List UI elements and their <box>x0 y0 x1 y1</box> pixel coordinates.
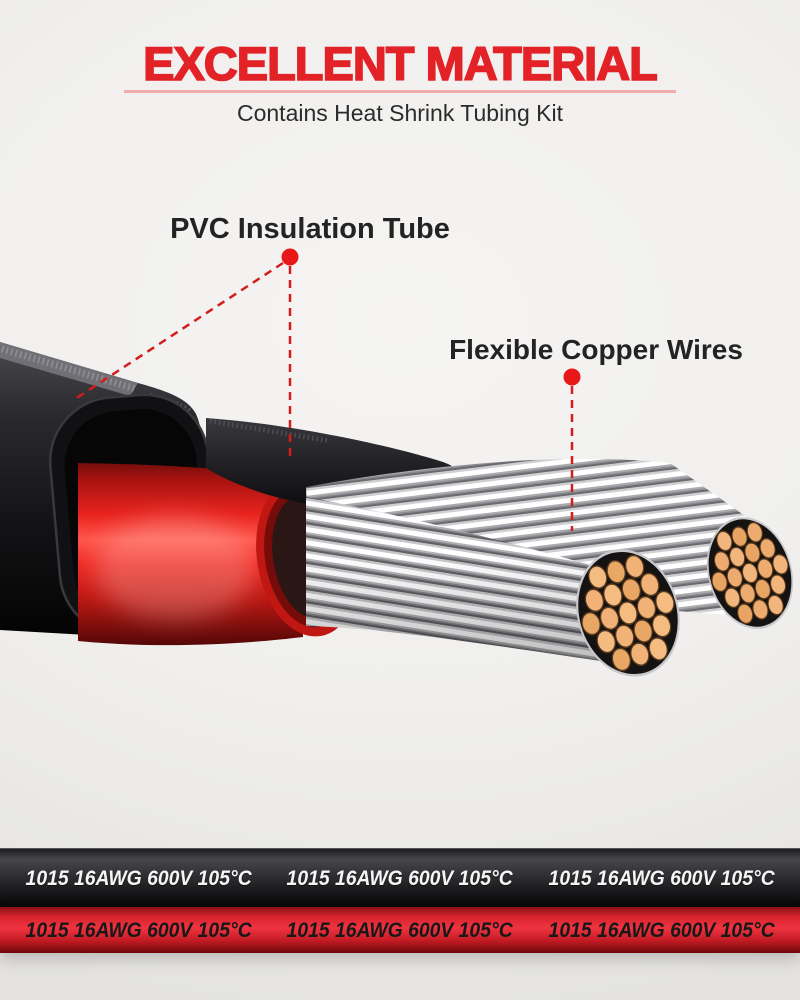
jacket-back-tip <box>206 418 465 516</box>
jacket-top-highlight <box>0 342 138 396</box>
copper-strand-ends <box>711 521 789 625</box>
copper-strand-ends <box>581 554 675 672</box>
wire-print-text: 1015 16AWG 600V 105°C <box>286 865 514 890</box>
wire-print-text: 1015 16AWG 600V 105°C <box>548 917 775 942</box>
page-subtitle: Contains Heat Shrink Tubing Kit <box>236 100 563 126</box>
callout-label-pvc: PVC Insulation Tube <box>170 213 450 245</box>
strand-cross-section-rear <box>706 517 794 629</box>
back-tip-ribs <box>209 418 331 444</box>
wire-print-text: 1015 16AWG 600V 105°C <box>25 917 252 942</box>
black-wire-strip: 1015 16AWG 600V 105°C 1015 16AWG 600V 10… <box>0 848 800 907</box>
callout-label-copper: Flexible Copper Wires <box>449 334 743 365</box>
callout-dot-pvc <box>281 248 299 266</box>
copper-strand-bundle-front <box>306 497 652 668</box>
title-underline <box>124 90 676 93</box>
outer-jacket <box>0 342 208 639</box>
tube-mouth <box>256 477 360 637</box>
strand-cross-section-front <box>576 549 680 677</box>
wire-print-text: 1015 16AWG 600V 105°C <box>286 917 514 942</box>
copper-strand-bundle-rear <box>306 458 762 618</box>
callout-dot-copper <box>563 368 581 386</box>
callout-leaders <box>71 261 574 531</box>
pvc-insulation-tube <box>78 463 303 646</box>
page-title: EXCELLENT MATERIAL <box>142 36 658 91</box>
wire-print-text: 1015 16AWG 600V 105°C <box>25 865 252 890</box>
jacket-ribbed-edge <box>0 345 138 393</box>
wire-print-text: 1015 16AWG 600V 105°C <box>548 865 775 890</box>
red-wire-strip: 1015 16AWG 600V 105°C 1015 16AWG 600V 10… <box>0 907 800 953</box>
leader-line-pvc-jacket <box>71 261 284 403</box>
tube-sheen <box>95 516 255 620</box>
jacket-cut-face <box>48 393 219 637</box>
